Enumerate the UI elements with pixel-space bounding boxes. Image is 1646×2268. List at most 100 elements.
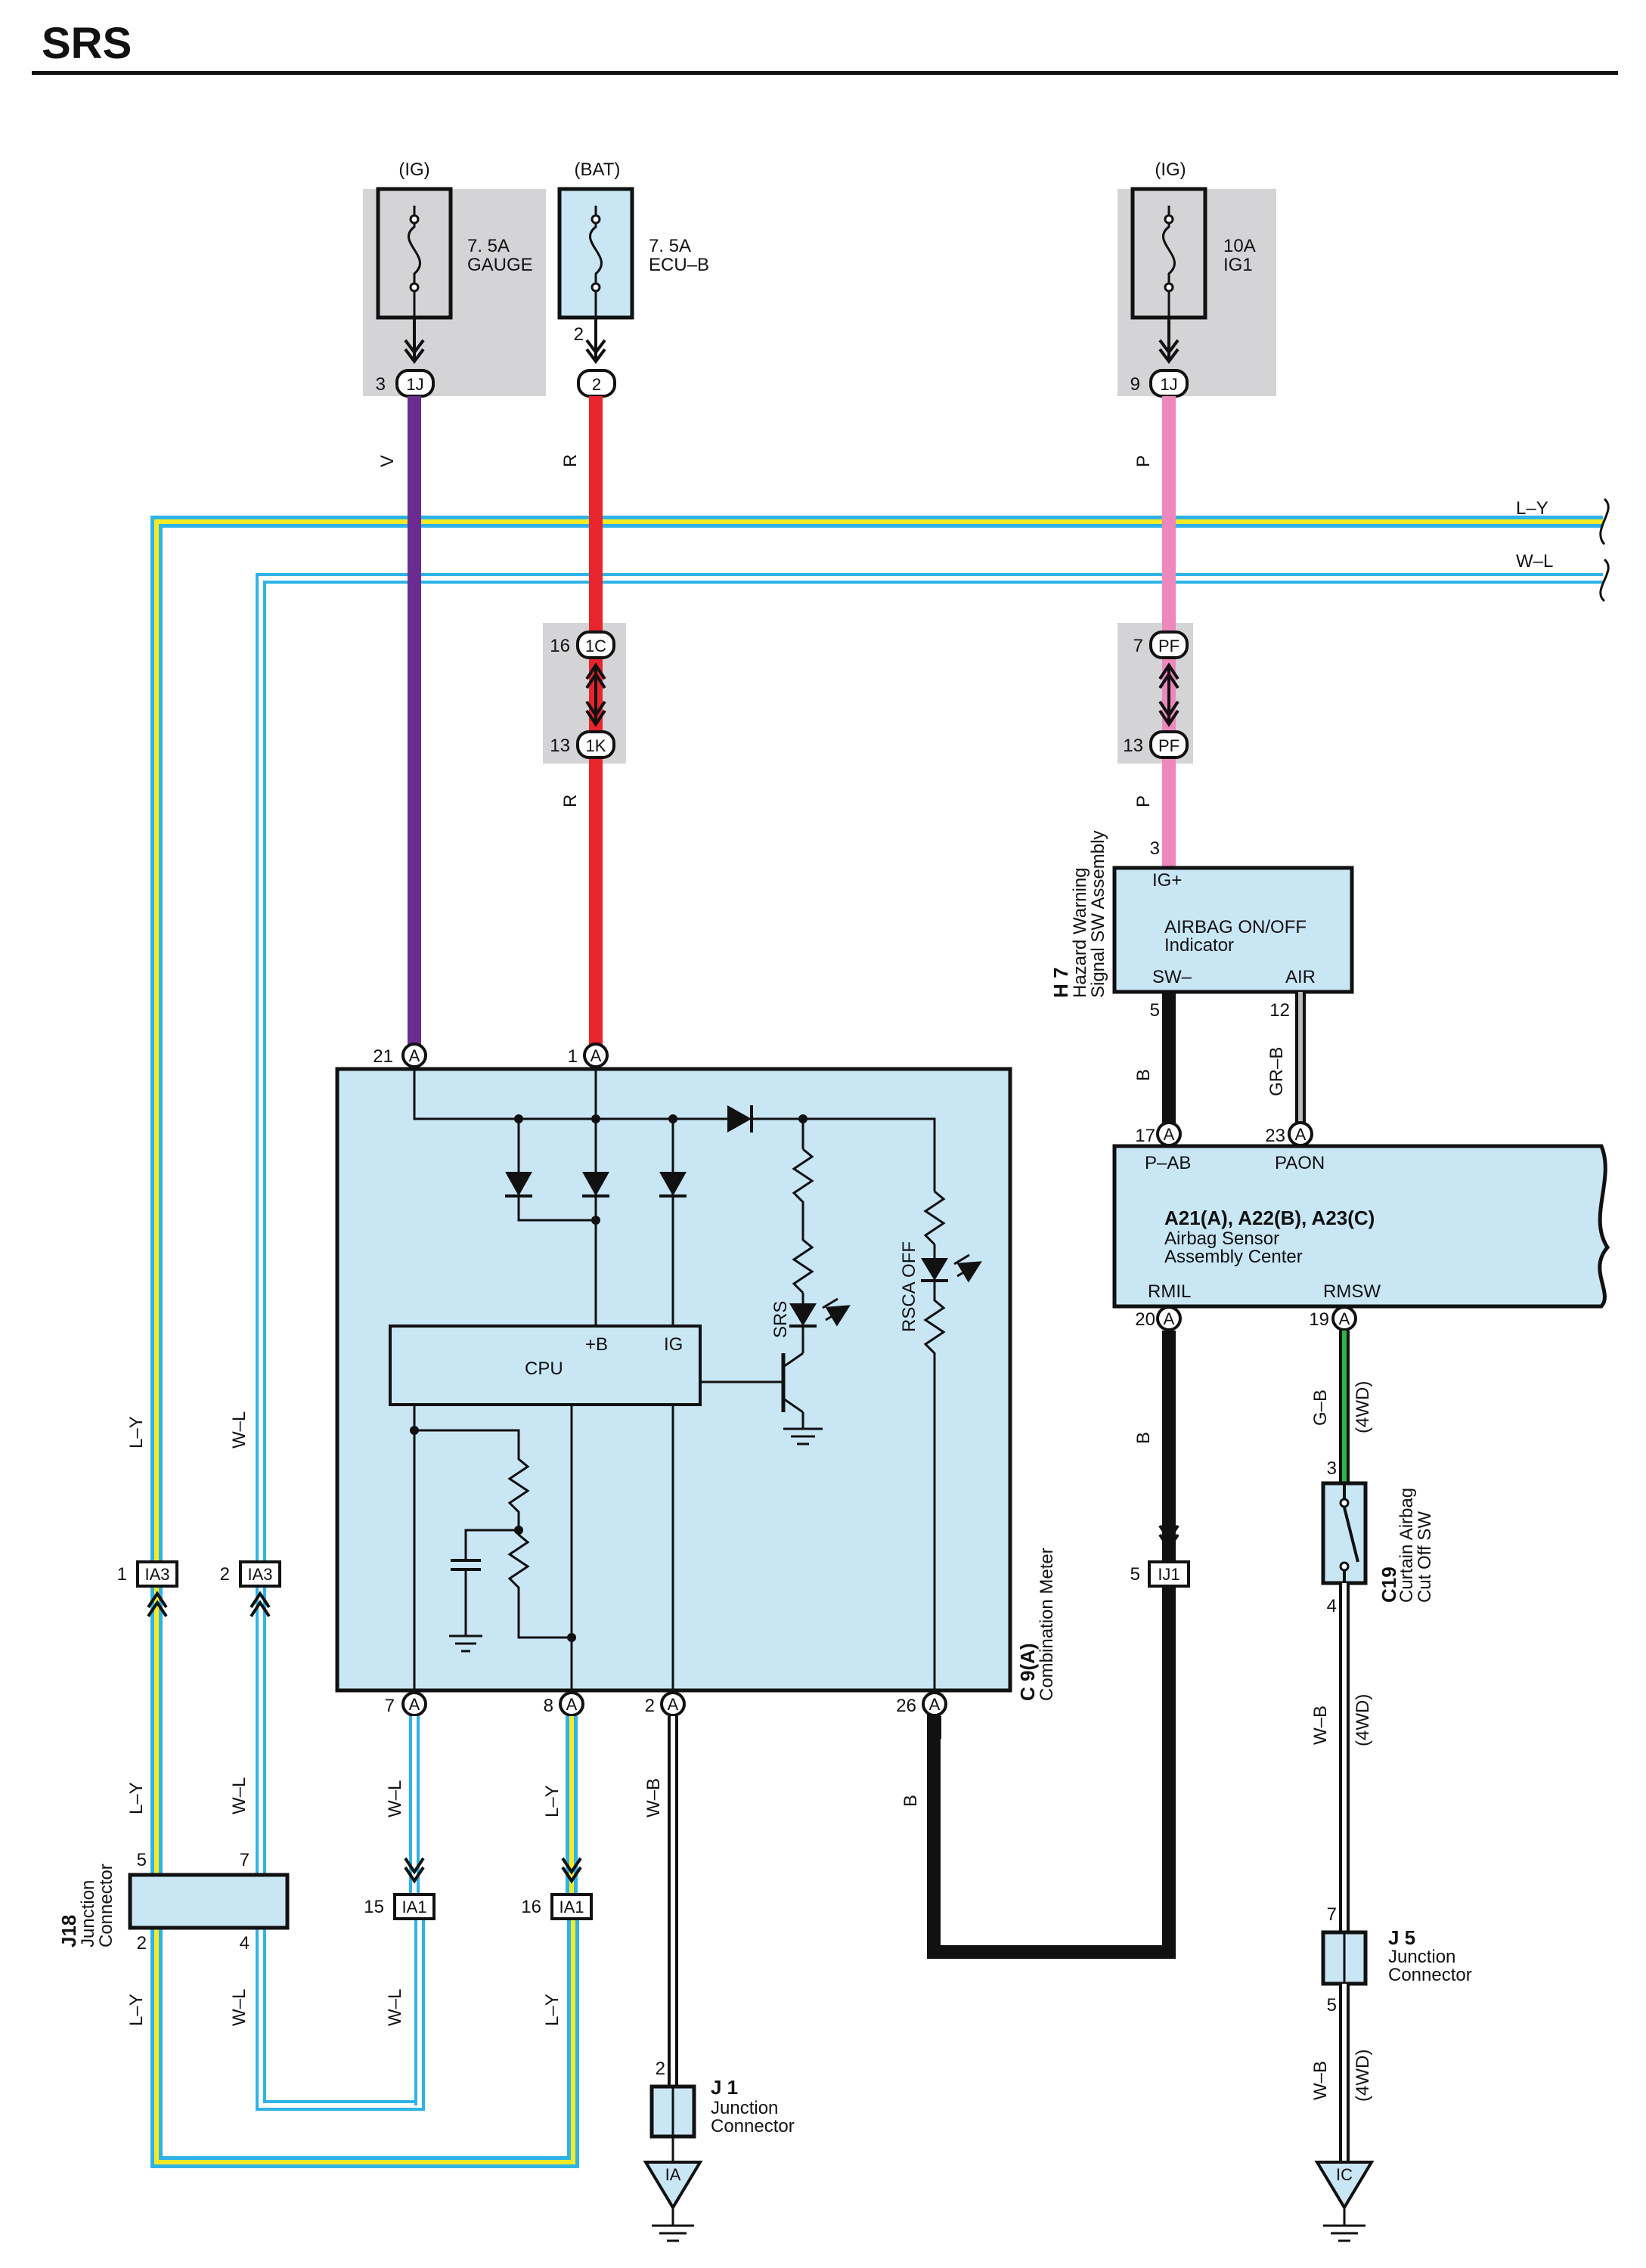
svg-text:19: 19 bbox=[1309, 1309, 1329, 1330]
svg-text:3: 3 bbox=[1150, 838, 1160, 859]
svg-text:Indicator: Indicator bbox=[1164, 935, 1234, 956]
svg-text:2: 2 bbox=[656, 2059, 665, 2079]
svg-text:J 5: J 5 bbox=[1388, 1926, 1415, 1949]
title-rule bbox=[32, 71, 1618, 75]
svg-text:A: A bbox=[1339, 1309, 1350, 1328]
svg-text:7: 7 bbox=[1327, 1904, 1337, 1925]
svg-text:IA1: IA1 bbox=[401, 1898, 426, 1916]
svg-text:4: 4 bbox=[1327, 1596, 1337, 1616]
wire-ly-label-5: L–Y bbox=[126, 1994, 147, 2026]
wire-wl-label-2: W–L bbox=[229, 1777, 250, 1814]
svg-text:ECU–B: ECU–B bbox=[649, 255, 709, 275]
svg-text:16: 16 bbox=[550, 636, 570, 656]
ground-ia-icon bbox=[643, 2161, 703, 2211]
svg-text:SW–: SW– bbox=[1152, 967, 1192, 987]
svg-text:PAON: PAON bbox=[1275, 1153, 1325, 1173]
svg-text:1K: 1K bbox=[586, 736, 606, 755]
svg-text:1J: 1J bbox=[1160, 375, 1177, 394]
bus-wl-label: W–L bbox=[1516, 551, 1553, 572]
wire-w-b-label-2: W–B bbox=[1310, 2061, 1331, 2100]
svg-text:8: 8 bbox=[544, 1696, 553, 1716]
svg-text:AIRBAG ON/OFF: AIRBAG ON/OFF bbox=[1164, 917, 1307, 937]
fuse-gauge: (IG) 7. 5A GAUGE 1J 3 bbox=[363, 160, 546, 398]
svg-text:3: 3 bbox=[1327, 1458, 1337, 1479]
svg-text:1: 1 bbox=[568, 1046, 578, 1067]
svg-text:2: 2 bbox=[137, 1933, 147, 1954]
connector-ia1-15: IA1 15 bbox=[364, 1857, 436, 1920]
svg-text:Connector: Connector bbox=[1388, 1965, 1472, 1985]
svg-text:16: 16 bbox=[521, 1897, 541, 1917]
svg-text:RMSW: RMSW bbox=[1323, 1281, 1381, 1302]
diode-icon bbox=[505, 1172, 532, 1196]
svg-text:(IG): (IG) bbox=[398, 160, 429, 180]
diode-icon bbox=[659, 1172, 687, 1196]
srs-led-icon bbox=[789, 1303, 817, 1326]
wire-pink-label: P bbox=[1133, 455, 1154, 467]
j1-junction-connector: 2 J 1 Junction Connector IA bbox=[643, 2059, 795, 2242]
svg-text:J 1: J 1 bbox=[711, 2076, 738, 2099]
svg-text:+B: +B bbox=[585, 1334, 608, 1355]
svg-text:17: 17 bbox=[1135, 1126, 1155, 1146]
wire-red-label-2: R bbox=[560, 795, 581, 807]
svg-text:13: 13 bbox=[550, 736, 570, 756]
wire-b-label-3: B bbox=[900, 1795, 921, 1807]
svg-text:RMIL: RMIL bbox=[1148, 1281, 1191, 1302]
svg-text:Junction: Junction bbox=[711, 2098, 778, 2118]
wire-b-label: B bbox=[1133, 1069, 1154, 1081]
connector-ia3-2: IA3 2 bbox=[220, 1560, 281, 1618]
wire-wb-label-3: W–B bbox=[643, 1778, 664, 1817]
bus-break-icon bbox=[1599, 497, 1610, 603]
page-title: SRS bbox=[42, 19, 132, 68]
wire-violet-label: V bbox=[377, 455, 398, 467]
combination-meter: 21 A 1 A SRS bbox=[335, 1043, 1057, 1717]
svg-text:Connector: Connector bbox=[711, 2116, 795, 2136]
connector-ia1-16: IA1 16 bbox=[521, 1857, 593, 1920]
ground-ic: IC bbox=[1314, 2161, 1375, 2242]
svg-text:23: 23 bbox=[1265, 1126, 1285, 1146]
svg-text:5: 5 bbox=[1130, 1564, 1140, 1585]
wire-gr-b-label: GR–B bbox=[1266, 1047, 1287, 1096]
diode-icon bbox=[582, 1172, 609, 1196]
wire-wl-label-5: W–L bbox=[229, 1989, 250, 2026]
svg-text:7. 5A: 7. 5A bbox=[467, 236, 510, 256]
svg-text:A: A bbox=[1295, 1125, 1307, 1144]
wire-w-b-label-1: W–B bbox=[1310, 1706, 1331, 1745]
svg-text:CPU: CPU bbox=[525, 1359, 563, 1379]
svg-text:15: 15 bbox=[364, 1897, 384, 1917]
svg-text:GAUGE: GAUGE bbox=[467, 255, 533, 275]
connector-ij1: IJ1 5 bbox=[1130, 1524, 1190, 1588]
wire-4wd-label-3: (4WD) bbox=[1353, 2050, 1373, 2102]
svg-text:IJ1: IJ1 bbox=[1158, 1565, 1179, 1584]
svg-text:Junction: Junction bbox=[78, 1880, 98, 1947]
svg-text:Hazard Warning: Hazard Warning bbox=[1070, 867, 1090, 998]
svg-text:4: 4 bbox=[240, 1933, 250, 1954]
wire-black-rmil bbox=[927, 1331, 1176, 1959]
wire-red-label: R bbox=[560, 454, 581, 467]
svg-text:21: 21 bbox=[373, 1046, 393, 1067]
wire-g-b-label: G–B bbox=[1310, 1390, 1331, 1426]
svg-text:C19: C19 bbox=[1378, 1566, 1400, 1603]
svg-text:A: A bbox=[929, 1695, 941, 1714]
j5-junction-connector: 7 J 5 Junction Connector 5 bbox=[1321, 1904, 1472, 2015]
svg-text:7: 7 bbox=[1133, 636, 1143, 656]
resistor-icon bbox=[792, 1148, 814, 1294]
svg-text:IG: IG bbox=[664, 1334, 683, 1355]
svg-text:PF: PF bbox=[1158, 736, 1179, 755]
svg-text:A: A bbox=[591, 1046, 602, 1065]
wire-b-label-2: B bbox=[1133, 1432, 1154, 1444]
svg-text:1C: 1C bbox=[585, 637, 606, 655]
svg-text:Junction: Junction bbox=[1388, 1947, 1455, 1967]
svg-text:Cut Off SW: Cut Off SW bbox=[1415, 1511, 1435, 1603]
svg-text:A: A bbox=[668, 1695, 679, 1714]
wire-ly-label-2: L–Y bbox=[126, 1782, 147, 1814]
resistor-icon bbox=[414, 1429, 572, 1639]
svg-text:2: 2 bbox=[220, 1564, 230, 1585]
svg-text:A21(A), A22(B), A23(C): A21(A), A22(B), A23(C) bbox=[1164, 1207, 1375, 1229]
svg-text:Connector: Connector bbox=[96, 1864, 116, 1947]
bus-ly bbox=[150, 516, 1603, 2168]
svg-text:7: 7 bbox=[385, 1696, 395, 1716]
svg-text:IA3: IA3 bbox=[247, 1565, 272, 1584]
svg-text:7. 5A: 7. 5A bbox=[649, 236, 691, 256]
fuse-icon bbox=[1162, 206, 1176, 318]
svg-text:A: A bbox=[409, 1695, 420, 1714]
